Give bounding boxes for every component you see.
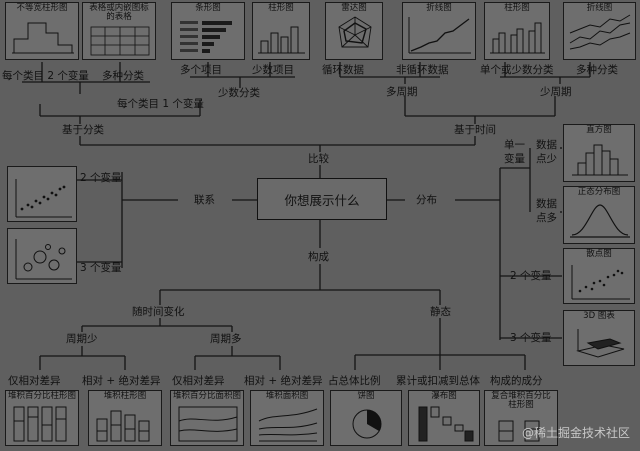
chart-thumb-title: 堆积百分比面积图	[172, 391, 241, 401]
label-cyclic: 循环数据	[322, 64, 364, 76]
label-few-items: 少数项目	[252, 64, 294, 76]
label-relation-two-vars: 2 个变量	[80, 172, 122, 184]
chart-thumb-title: 柱形图	[268, 3, 294, 13]
branch-relation: 联系	[194, 194, 215, 206]
label-few-category: 少数分类	[218, 87, 260, 99]
label-by-time: 基于时间	[454, 124, 496, 136]
chart-thumb-title: 折线图	[426, 3, 452, 13]
label-components: 构成的成分	[490, 375, 543, 387]
chart-thumb-bubble-relation	[7, 228, 77, 284]
label-by-category: 基于分类	[62, 124, 104, 136]
chart-thumb-title: 不等宽柱形图	[16, 3, 68, 13]
label-dist-three-vars: 3 个变量	[510, 332, 552, 344]
center-question: 你想展示什么	[257, 178, 387, 220]
label-multi-category: 多种分类	[102, 70, 144, 82]
label-few-periods: 少周期	[540, 86, 572, 98]
chart-thumb-histogram: 直方图	[563, 124, 635, 182]
chart-thumb-title: 散点图	[586, 249, 612, 259]
branch-distribution: 分布	[416, 194, 437, 206]
label-many-items: 多个项目	[180, 64, 222, 76]
chart-thumb-title: 堆积面积图	[265, 391, 309, 401]
branch-compare: 比较	[308, 153, 329, 165]
chart-thumb-3d: 3D 图表	[563, 310, 635, 366]
label-relation-three-vars: 3 个变量	[80, 262, 122, 274]
chart-thumb-title: 3D 图表	[583, 311, 615, 321]
chart-thumb-normal-dist: 正态分布图	[563, 186, 635, 244]
label-one-var-per-item: 每个类目 1 个变量	[117, 98, 204, 110]
chart-thumb-column-2: 柱形图	[484, 2, 550, 60]
chart-thumb-bar: 条形图	[171, 2, 245, 60]
chart-thumb-radar: 雷达图	[325, 2, 383, 60]
label-many-points: 数据点多	[536, 198, 557, 224]
label-single-or-few: 单个或少数分类	[480, 64, 554, 76]
branch-composition: 构成	[308, 251, 329, 263]
chart-thumb-compound-stacked-pct: 复合堆积百分比柱形图	[484, 390, 558, 446]
chart-thumb-column: 柱形图	[252, 2, 310, 60]
chart-thumb-title: 正态分布图	[577, 187, 621, 197]
chart-thumb-pie: 饼图	[330, 390, 402, 446]
label-comp-few-periods: 周期少	[66, 333, 98, 345]
chart-thumb-title: 堆积柱形图	[103, 391, 147, 401]
chart-thumb-scatter-relation	[7, 166, 77, 222]
chart-thumb-stacked-area: 堆积面积图	[250, 390, 324, 446]
label-relative-only-2: 仅相对差异	[172, 375, 225, 387]
chart-thumb-stacked-pct-area: 堆积百分比面积图	[170, 390, 244, 446]
chart-thumb-title: 雷达图	[341, 3, 367, 13]
label-multi-category-2: 多种分类	[576, 64, 618, 76]
label-comp-many-periods: 周期多	[210, 333, 242, 345]
label-relative-only-1: 仅相对差异	[8, 375, 61, 387]
label-single-var: 单一变量	[504, 139, 525, 165]
label-over-time: 随时间变化	[132, 306, 185, 318]
chart-thumb-title: 条形图	[195, 3, 221, 13]
label-two-var-per-item: 每个类目 2 个变量	[2, 70, 89, 82]
chart-thumb-title: 瀑布图	[431, 391, 457, 401]
chart-thumb-title: 表格或内嵌图标的表格	[89, 3, 149, 22]
chart-thumb-table: 表格或内嵌图标的表格	[82, 2, 156, 60]
chart-thumb-title: 堆积百分比柱形图	[7, 391, 76, 401]
chart-thumb-stacked-pct-column: 堆积百分比柱形图	[5, 390, 79, 446]
chart-thumb-scatter-dist: 散点图	[563, 248, 635, 304]
label-rel-abs-1: 相对 + 绝对差异	[82, 375, 161, 387]
label-share-of-total: 占总体比例	[328, 375, 381, 387]
chart-thumb-line-2: 折线图	[563, 2, 636, 60]
watermark: @稀土掘金技术社区	[521, 426, 630, 440]
chart-thumb-variable-width-column: 不等宽柱形图	[5, 2, 79, 60]
chart-thumb-waterfall: 瀑布图	[408, 390, 480, 446]
label-accumulate: 累计或扣减到总体	[396, 375, 480, 387]
chart-thumb-title: 柱形图	[504, 3, 530, 13]
chart-thumb-title: 复合堆积百分比柱形图	[491, 391, 551, 410]
chart-thumb-title: 直方图	[586, 125, 612, 135]
chart-thumb-line: 折线图	[402, 2, 476, 60]
chart-thumb-title: 饼图	[357, 391, 375, 401]
label-rel-abs-2: 相对 + 绝对差异	[244, 375, 323, 387]
label-noncyclic: 非循环数据	[396, 64, 449, 76]
label-static: 静态	[430, 306, 451, 318]
label-many-periods: 多周期	[386, 86, 418, 98]
chart-thumb-stacked-column: 堆积柱形图	[88, 390, 162, 446]
label-dist-two-vars: 2 个变量	[510, 270, 552, 282]
chart-thumb-title: 折线图	[586, 3, 613, 13]
label-few-points: 数据点少	[536, 139, 557, 165]
